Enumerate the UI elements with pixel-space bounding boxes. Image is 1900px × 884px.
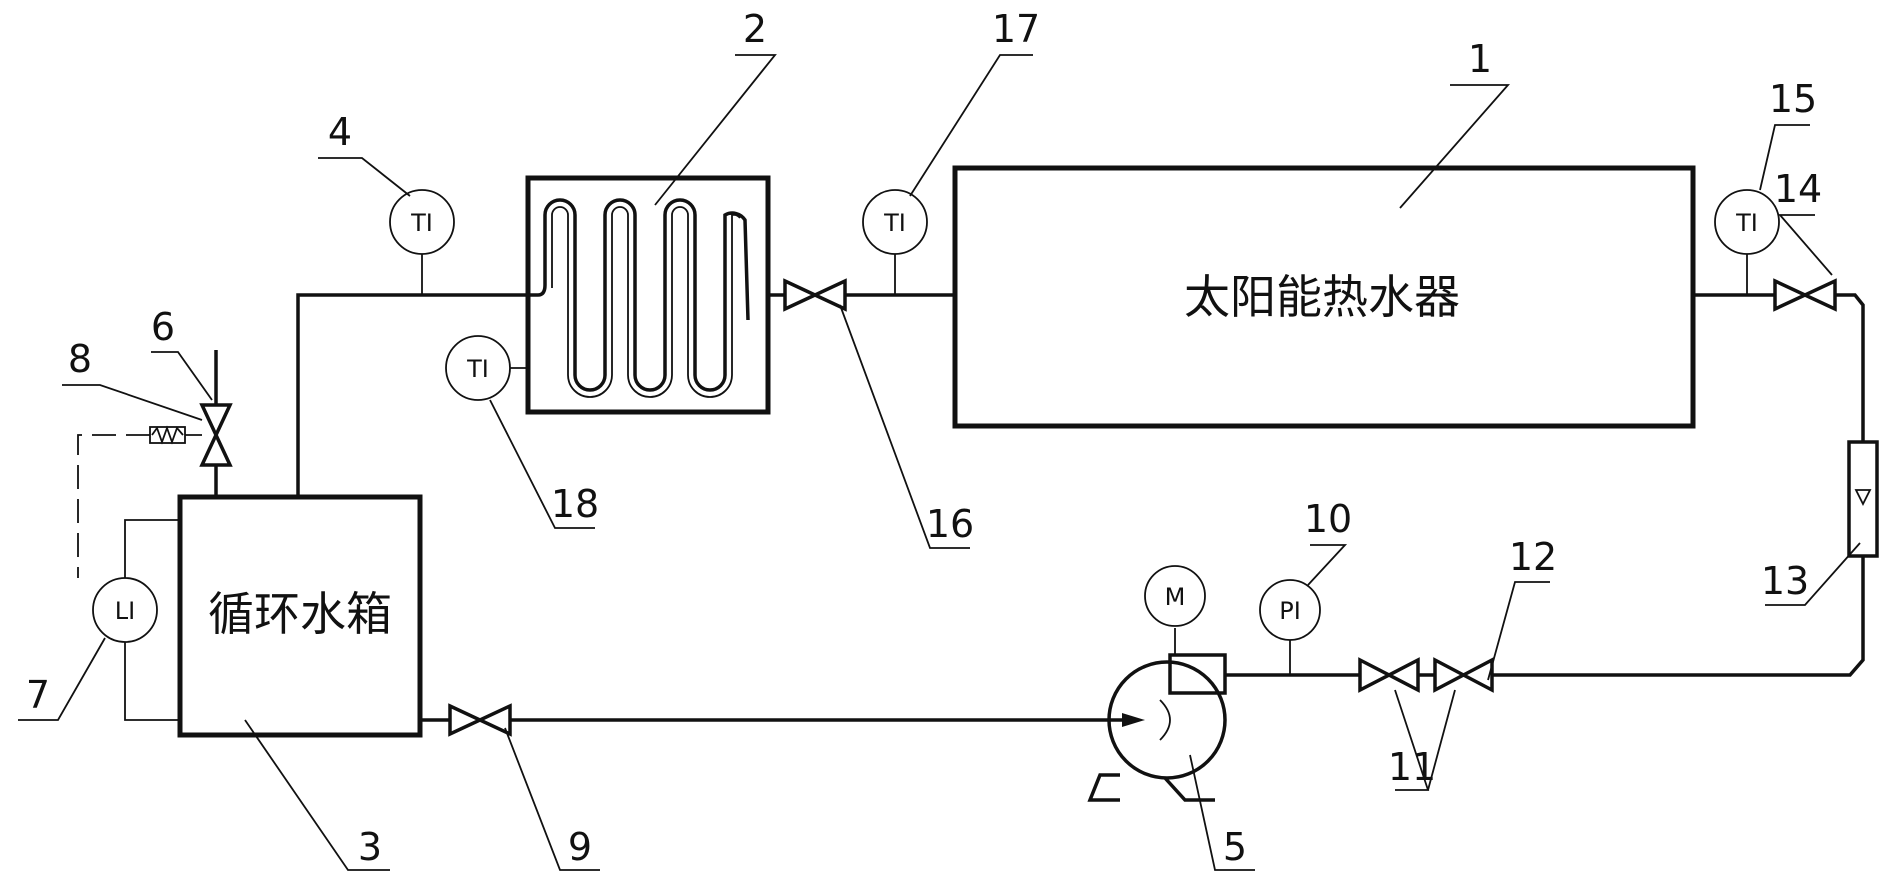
solar-heater-label: 太阳能热水器	[1184, 270, 1460, 324]
ti-4	[389, 189, 455, 255]
flowmeter-body	[1847, 440, 1879, 558]
callout-7: 7	[26, 673, 50, 717]
motor-circle	[1144, 565, 1206, 627]
leader-7	[18, 637, 106, 721]
instruments: TI TI TI TI PI LI	[92, 189, 1780, 675]
callout-16: 16	[926, 502, 974, 546]
li-7-tag: LI	[115, 597, 135, 625]
callout-6: 6	[151, 305, 175, 349]
callout-15: 15	[1769, 77, 1817, 121]
valve-16	[783, 278, 847, 312]
ti-18	[445, 335, 511, 401]
callout-1: 1	[1468, 37, 1492, 81]
valve-12	[1433, 657, 1494, 693]
leader-13	[1765, 542, 1861, 606]
leader-17	[909, 54, 1033, 197]
callout-17: 17	[992, 7, 1040, 51]
pipes	[214, 293, 1865, 727]
callout-11: 11	[1388, 745, 1436, 789]
callout-18: 18	[551, 482, 599, 526]
valve-8-spring	[151, 425, 184, 445]
callout-4: 4	[328, 110, 352, 154]
pipe-tank-to-exchanger	[296, 293, 528, 495]
motor-symbol: M	[1165, 583, 1186, 611]
flow-arrow	[1122, 713, 1145, 727]
leader-1	[1399, 84, 1510, 209]
ti-18-tag: TI	[466, 355, 489, 383]
level-line-top	[124, 519, 180, 578]
leader-lines	[18, 54, 1861, 871]
leader-6	[151, 351, 213, 401]
heat-exchanger	[525, 175, 771, 415]
level-wiring	[77, 434, 180, 721]
ti-15	[1714, 189, 1780, 255]
leader-16	[839, 304, 970, 549]
leader-5	[1189, 754, 1255, 871]
valves	[149, 278, 1837, 737]
valve-14	[1773, 278, 1837, 312]
ti-4-tag: TI	[410, 209, 433, 237]
leader-10	[1307, 544, 1348, 586]
valve-9	[448, 703, 512, 737]
leader-4	[318, 157, 411, 197]
level-signal-line	[77, 434, 150, 578]
callout-5: 5	[1223, 825, 1247, 869]
pump-outlet	[1168, 653, 1227, 695]
pump-base-left	[1087, 773, 1120, 802]
ti-17-tag: TI	[883, 209, 906, 237]
exchanger-coil-inner	[551, 206, 741, 398]
leader-12	[1487, 581, 1550, 681]
pump-base-right	[1163, 776, 1215, 802]
callout-13: 13	[1761, 559, 1809, 603]
flowmeter-float	[1854, 489, 1872, 507]
callout-9: 9	[568, 825, 592, 869]
pipe-return	[1492, 556, 1865, 677]
solar-heater-box	[952, 165, 1696, 429]
callout-10: 10	[1304, 497, 1352, 541]
ti-17	[862, 189, 928, 255]
pipe-to-flowmeter	[1835, 293, 1865, 442]
leader-11b	[1427, 689, 1456, 791]
tank-box	[177, 494, 423, 738]
tank-label: 循环水箱	[208, 587, 392, 641]
circulation-tank: 循环水箱	[177, 494, 423, 738]
leader-18	[489, 399, 595, 529]
li-7	[92, 577, 158, 643]
pi-10-tag: PI	[1279, 597, 1301, 625]
solar-heater: 太阳能热水器	[952, 165, 1696, 429]
leader-15	[1759, 124, 1810, 191]
callout-2: 2	[743, 7, 767, 51]
valve-11	[1358, 657, 1420, 693]
level-line-bottom	[124, 642, 180, 721]
leader-14	[1778, 214, 1833, 276]
leader-3	[244, 719, 390, 871]
callout-numbers: 1 2 3 4 5 6 7 8 9 10 11 12 13 14 15 16 1…	[26, 7, 1822, 869]
pi-10	[1259, 579, 1321, 641]
callout-12: 12	[1509, 535, 1557, 579]
ti-15-tag: TI	[1735, 209, 1758, 237]
pump-impeller	[1159, 699, 1171, 741]
valve-8	[199, 403, 233, 467]
flowmeter	[1847, 440, 1879, 558]
callout-8: 8	[68, 337, 92, 381]
callout-3: 3	[358, 825, 382, 869]
leader-9	[504, 727, 600, 871]
leader-8	[62, 384, 203, 421]
callout-14: 14	[1774, 167, 1822, 211]
pump: M	[1087, 565, 1227, 802]
exchanger-coil	[528, 198, 750, 392]
leader-2	[654, 54, 777, 206]
